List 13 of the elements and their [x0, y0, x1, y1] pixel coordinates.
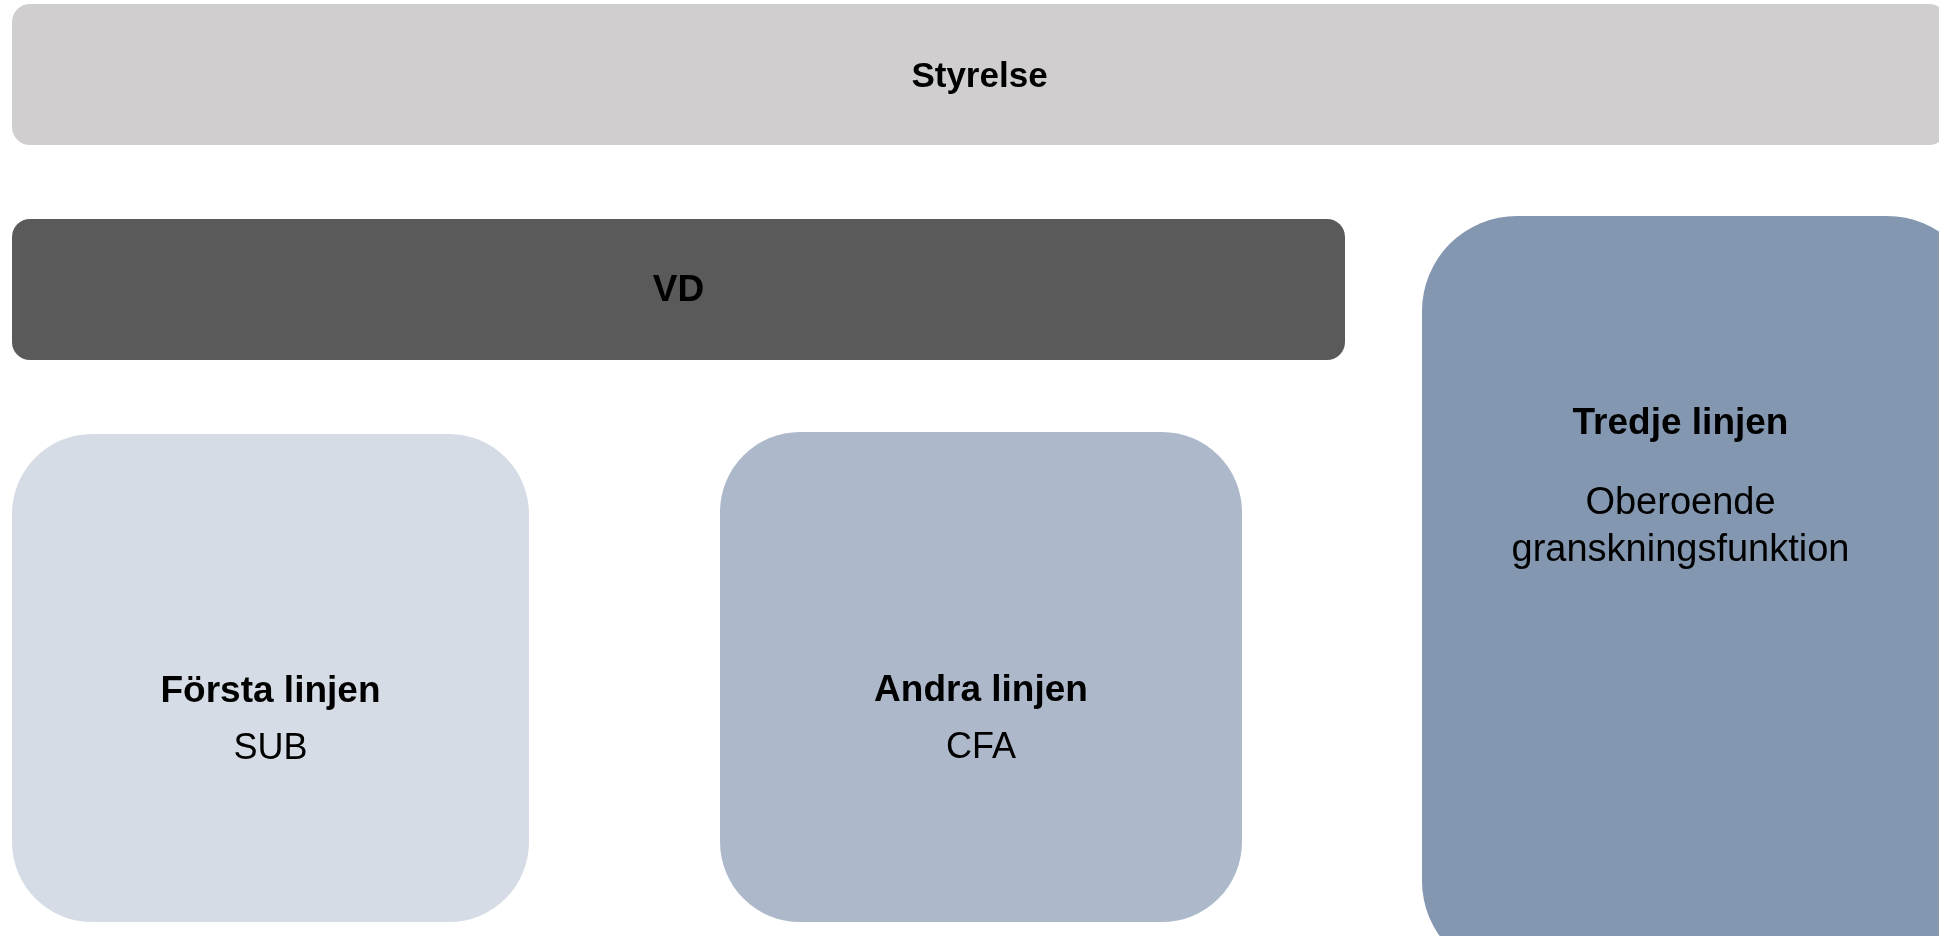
heading: Styrelse	[911, 53, 1048, 96]
header-bar	[12, 4, 1939, 145]
subtitle: SUB	[233, 724, 308, 769]
subtitle: Oberoende granskningsfunktion	[1510, 478, 1851, 572]
rounded-box	[12, 434, 529, 922]
heading: Tredje linjen	[1572, 400, 1789, 445]
heading: Första linjen	[160, 668, 381, 713]
heading: VD	[652, 267, 705, 312]
header-bar	[12, 219, 1345, 360]
subtitle: CFA	[946, 723, 1016, 768]
rounded-box	[1422, 216, 1939, 936]
rounded-box	[720, 432, 1242, 922]
heading: Andra linjen	[874, 667, 1088, 712]
